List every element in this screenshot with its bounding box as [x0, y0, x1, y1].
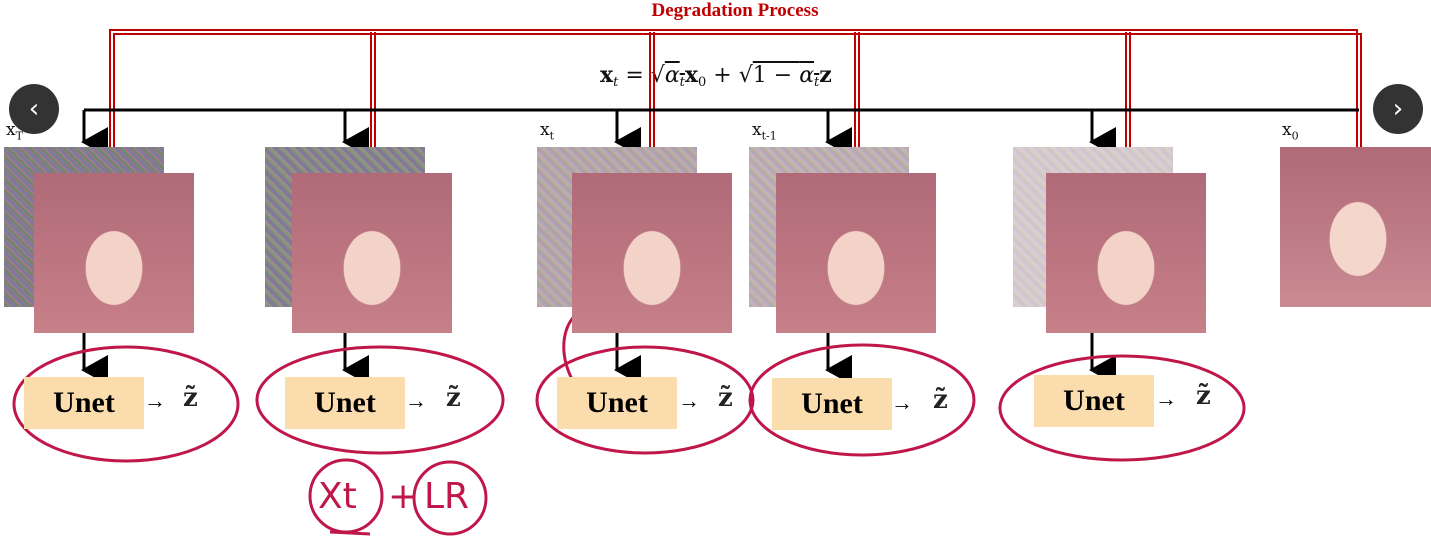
- label-x0: x0: [1282, 120, 1299, 143]
- arrow-right: →: [1155, 386, 1177, 411]
- handwritten-lr: LR: [424, 476, 470, 517]
- formula-lhs: x: [600, 62, 614, 88]
- formula-x0-sub: 0: [698, 75, 707, 90]
- handwritten-plus: +: [388, 476, 419, 517]
- chevron-right-icon: ›: [1392, 94, 1404, 124]
- handwritten-xt: Xt: [318, 476, 357, 517]
- arrow-right: →: [678, 388, 700, 413]
- chevron-left-icon: ‹: [28, 94, 40, 124]
- forward-formula: xt = √αtx0 + √1 − αtz: [600, 62, 832, 90]
- formula-lhs-sub: t: [613, 75, 619, 90]
- face-image: [776, 173, 936, 333]
- unet-box: Unet: [1034, 375, 1154, 427]
- formula-x0: x: [684, 62, 699, 88]
- next-slide-button[interactable]: ›: [1373, 84, 1423, 134]
- prev-slide-button[interactable]: ‹: [9, 84, 59, 134]
- formula-alpha-2: α: [799, 63, 815, 88]
- noise-prediction: z̃: [1196, 381, 1211, 411]
- formula-alpha-1-sub: t: [679, 75, 685, 90]
- unet-box: Unet: [557, 377, 677, 429]
- label-xt: xt: [540, 120, 555, 143]
- label-xT: xT: [6, 120, 23, 143]
- noise-prediction: z̃: [446, 383, 461, 413]
- arrow-right: →: [144, 388, 166, 413]
- unet-box: Unet: [772, 378, 892, 430]
- label-xt-1: xt-1: [752, 120, 777, 143]
- degradation-process-title: Degradation Process: [651, 0, 819, 21]
- condition-lines: [81, 108, 1359, 385]
- formula-alpha-1: α: [664, 63, 680, 88]
- face-image: [292, 173, 452, 333]
- formula-plus: +: [706, 63, 739, 88]
- formula-term2: 1 −: [752, 63, 800, 88]
- formula-alpha-2-sub: t: [814, 75, 820, 90]
- face-image: [1046, 173, 1206, 333]
- formula-eq: =: [618, 63, 651, 88]
- noise-prediction: z̃: [718, 383, 733, 413]
- unet-box: Unet: [24, 377, 144, 429]
- arrow-right: →: [891, 390, 913, 415]
- noise-prediction: z̃: [183, 383, 198, 413]
- unet-box: Unet: [285, 377, 405, 429]
- arrow-right: →: [405, 388, 427, 413]
- face-image: [572, 173, 732, 333]
- formula-z: z: [819, 62, 832, 88]
- clean-face-image-x0: [1280, 147, 1431, 307]
- noise-prediction: z̃: [933, 385, 948, 415]
- degradation-lines: [109, 29, 1362, 173]
- face-image: [34, 173, 194, 333]
